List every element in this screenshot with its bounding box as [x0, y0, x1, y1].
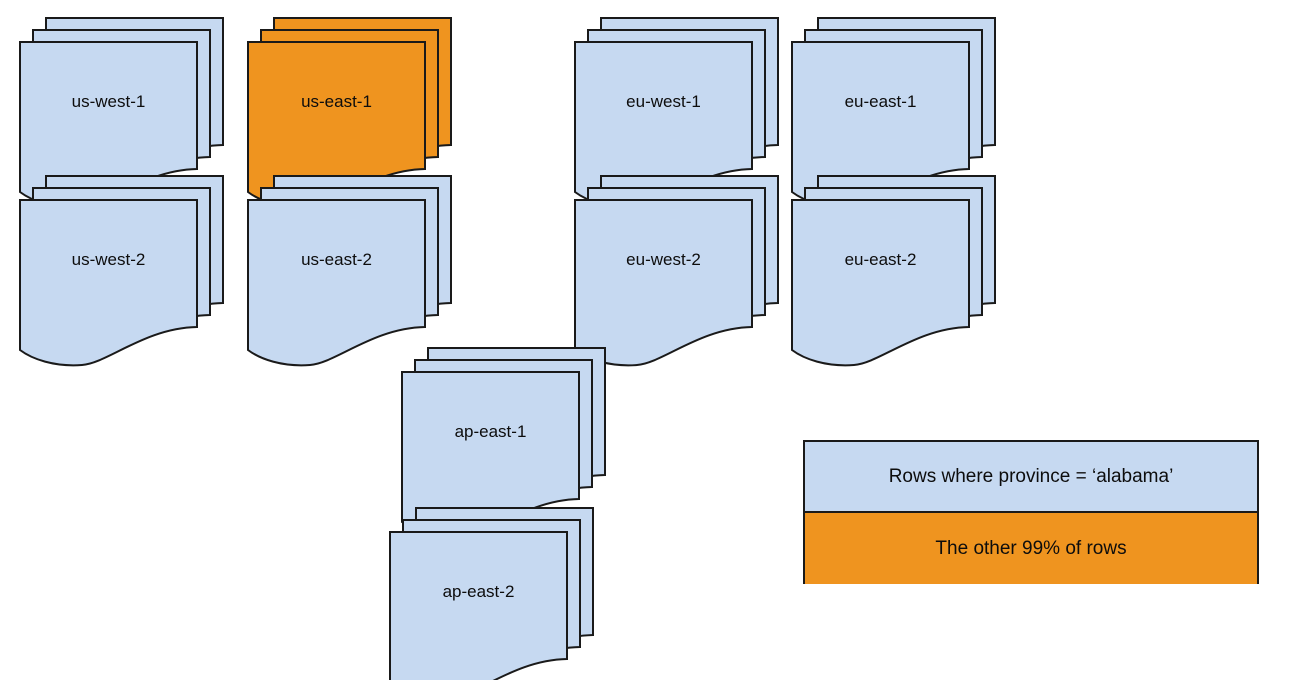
- document-stack-icon: [247, 175, 452, 367]
- document-stack-icon: [791, 17, 996, 209]
- legend-item-label: The other 99% of rows: [935, 537, 1127, 559]
- document-stack-icon: [401, 347, 606, 539]
- legend-item-label: Rows where province = ‘alabama’: [888, 465, 1174, 487]
- document-sheet-layer-1: [574, 199, 753, 367]
- region-stack-eu-west-1[interactable]: eu-west-1: [574, 17, 807, 209]
- document-sheet-layer-1: [791, 199, 970, 367]
- legend-box: Rows where province = ‘alabama’ The other…: [803, 440, 1259, 584]
- document-stack-icon: [791, 175, 996, 367]
- region-stack-us-east-2[interactable]: us-east-2: [247, 175, 480, 367]
- document-stack-icon: [19, 17, 224, 209]
- document-stack-icon: [247, 17, 452, 209]
- region-stack-us-west-2[interactable]: us-west-2: [19, 175, 252, 367]
- document-sheet-layer-1: [19, 199, 198, 367]
- region-stack-eu-west-2[interactable]: eu-west-2: [574, 175, 807, 367]
- document-sheet-layer-1: [247, 199, 426, 367]
- document-sheet-layer-1: [389, 531, 568, 680]
- document-stack-icon: [19, 175, 224, 367]
- region-stack-us-east-1[interactable]: us-east-1: [247, 17, 480, 209]
- legend-item-2: The other 99% of rows: [805, 513, 1257, 584]
- document-stack-icon: [389, 507, 594, 680]
- region-stack-eu-east-2[interactable]: eu-east-2: [791, 175, 1024, 367]
- document-stack-icon: [574, 17, 779, 209]
- document-stack-icon: [574, 175, 779, 367]
- region-stack-eu-east-1[interactable]: eu-east-1: [791, 17, 1024, 209]
- region-stack-us-west-1[interactable]: us-west-1: [19, 17, 252, 209]
- region-stack-ap-east-1[interactable]: ap-east-1: [401, 347, 634, 539]
- legend-item-1: Rows where province = ‘alabama’: [805, 442, 1257, 513]
- region-stack-ap-east-2[interactable]: ap-east-2: [389, 507, 622, 680]
